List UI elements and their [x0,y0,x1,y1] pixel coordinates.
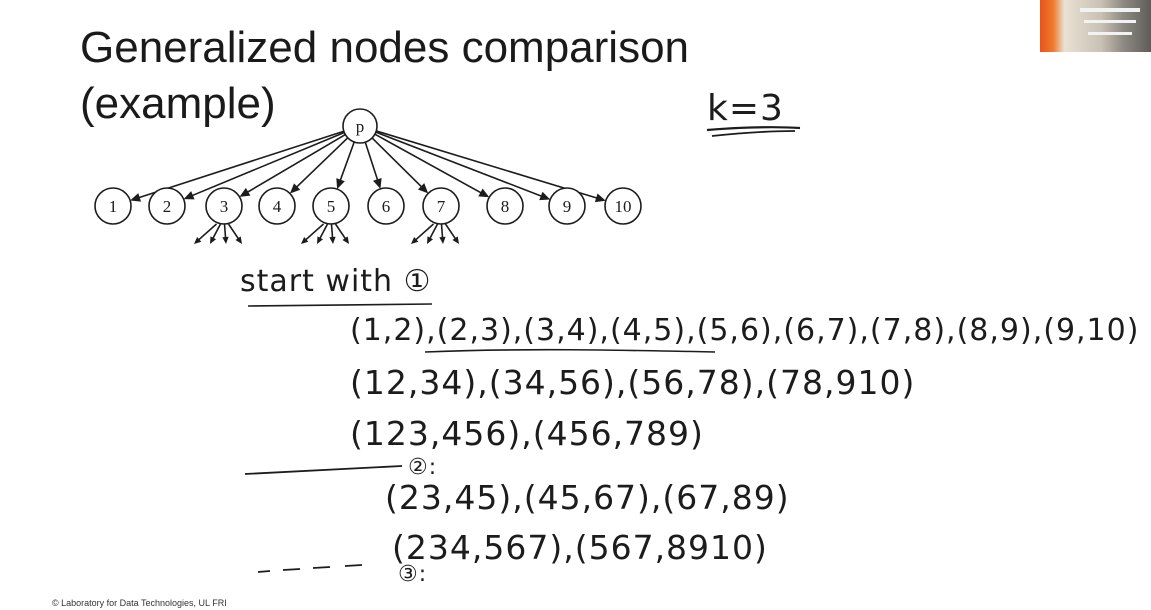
title-line-1: Generalized nodes comparison [80,23,690,72]
child-node-6 [367,187,405,225]
child-node-label: 7 [437,197,446,216]
child-node-label: 9 [563,197,572,216]
grandchild-arrows [194,223,459,244]
edge-p-to-3-head [239,187,251,197]
step-3-marker: ③: [398,562,428,587]
pairs-row-1: (1,2),(2,3),(3,4),(4,5),(5,6),(6,7),(7,8… [350,313,1140,348]
grandchild-arrow-3-2-head [222,236,229,244]
pairs-row-3: (123,456),(456,789) [350,414,704,453]
pairs-underline [424,348,716,353]
grandchild-arrow-7-3 [444,223,458,241]
start-note: start with ① [240,264,432,299]
child-node-3 [205,187,243,225]
grandchild-arrow-3-3 [227,223,241,241]
step2-line [244,465,403,475]
step-2-marker: ②: [408,455,438,480]
k-equals-note: k=3 [707,88,784,129]
grandchild-arrow-7-3-head [452,236,459,244]
child-node-label: 2 [163,197,172,216]
root-node [342,108,378,144]
grandchild-arrow-3-3-head [235,236,242,244]
edge-p-to-10 [376,130,601,200]
child-node-label: 3 [220,197,229,216]
child-node-2 [148,187,186,225]
child-node-label: 5 [327,197,336,216]
child-node-4 [258,187,296,225]
grandchild-arrow-5-1 [318,223,329,241]
pairs-row-5: (234,567),(567,8910) [392,528,768,567]
pairs-row-2: (12,34),(34,56),(56,78),(78,910) [350,363,916,402]
child-node-1 [94,187,132,225]
slide-title: Generalized nodes comparison (example) [80,20,689,132]
child-node-5 [312,187,350,225]
edge-p-to-8 [374,133,485,196]
child-node-8 [486,187,524,225]
child-node-10 [604,187,642,225]
grandchild-arrow-5-3-head [342,236,349,244]
child-node-label: 4 [273,197,282,216]
edge-p-to-10-head [594,193,606,203]
edge-p-to-7 [371,137,425,190]
child-node-9 [548,187,586,225]
grandchild-arrow-3-0 [196,223,218,242]
grandchild-arrow-5-3 [334,223,348,241]
child-node-label: 10 [615,197,632,216]
edge-p-to-4 [293,137,349,190]
grandchild-arrow-3-0-head [194,236,202,244]
edge-p-to-7-head [417,183,429,194]
tree-nodes: p 1 2 3 4 5 6 7 8 9 10 [94,108,642,225]
edge-p-to-6-head [373,177,382,189]
edge-p-to-1-head [130,193,142,202]
grandchild-arrow-3-1-head [210,236,217,244]
grandchild-arrow-7-0 [413,223,435,242]
edge-p-to-2-head [183,191,195,200]
k-underline [706,126,801,132]
edge-p-to-9 [375,131,545,199]
grandchild-arrow-7-1-head [427,236,434,244]
child-node-label: 8 [501,197,510,216]
child-node-label: 1 [109,197,118,216]
grandchild-arrow-5-0-head [301,236,309,244]
start-underline [247,303,433,307]
step3-dashes [257,564,363,573]
child-node-label: 6 [382,197,391,216]
edge-p-to-2 [188,131,345,198]
title-line-2: (example) [80,79,276,128]
pairs-row-4: (23,45),(45,67),(67,89) [385,478,790,517]
grandchild-arrow-5-2-head [329,236,336,244]
edge-p-to-8-head [478,188,490,198]
grandchild-arrow-5-0 [303,223,325,242]
edge-p-to-9-head [539,191,551,201]
edge-p-to-6 [364,141,380,184]
edge-p-to-5 [338,141,355,184]
grandchild-arrow-7-0-head [411,236,419,244]
edge-p-to-3 [244,133,346,195]
tree-edges [130,130,606,203]
grandchild-arrow-7-2-head [439,236,446,244]
child-node-7 [422,187,460,225]
edge-p-to-5-head [336,178,345,190]
copyright-footer: © Laboratory for Data Technologies, UL F… [52,598,227,608]
grandchild-arrow-3-1 [211,223,222,241]
edge-p-to-1 [135,130,345,200]
webcam-thumbnail [1040,0,1151,52]
root-node-label: p [356,117,365,136]
edge-p-to-4-head [289,183,301,194]
grandchild-arrow-5-1-head [317,236,324,244]
k-underline-2 [711,130,796,137]
grandchild-arrow-7-1 [428,223,439,241]
